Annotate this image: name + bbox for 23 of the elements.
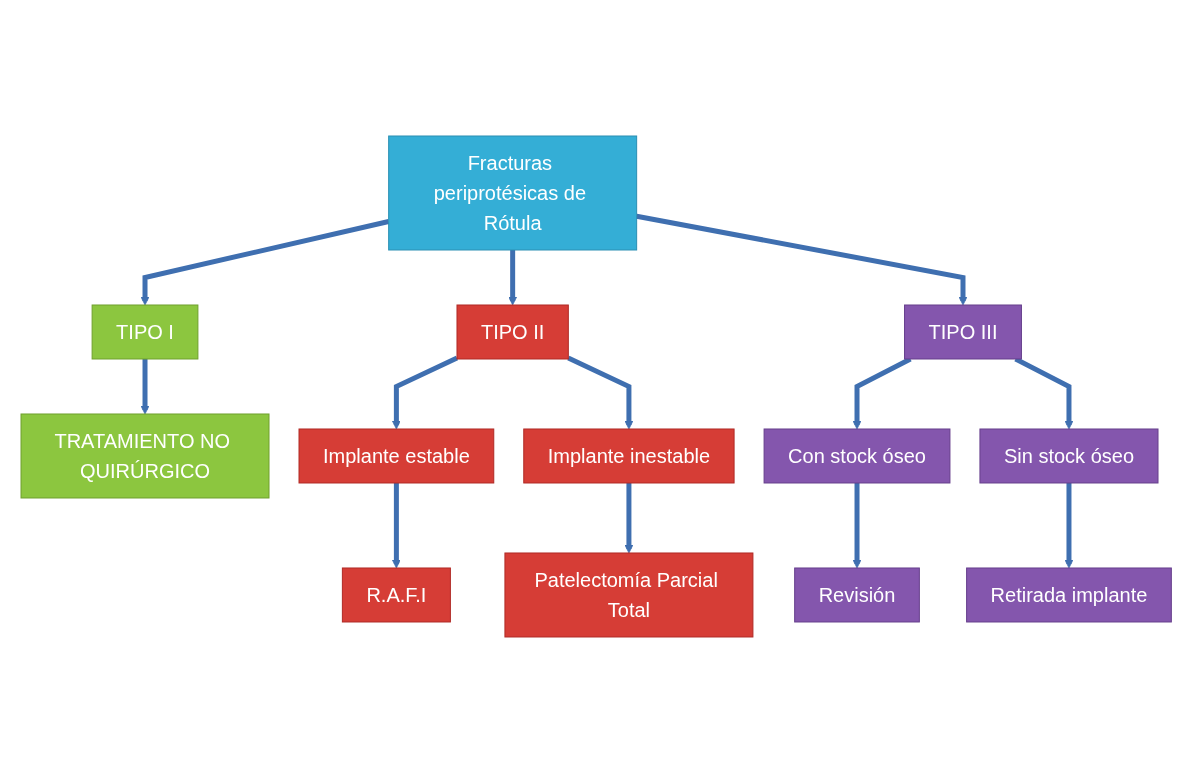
arrow [1064,483,1074,569]
node-box: Sin stock óseo [979,428,1159,484]
arrow [508,250,517,306]
node-box: Patelectomía Parcial Total [504,552,754,638]
node-box: Retirada implante [965,567,1172,623]
arrow [391,483,401,569]
node-box: Implante estable [298,428,495,484]
arrow [636,213,968,306]
arrow [140,359,150,415]
node-box: Con stock óseo [763,428,951,484]
node-box: TIPO II [456,304,569,360]
node-box: Fracturas periprotésicas de Rótula [387,135,637,251]
node-box: Implante inestable [523,428,735,484]
arrow [852,483,862,569]
node-box: TIPO III [903,304,1022,360]
arrow [140,219,390,306]
arrow [391,355,458,430]
node-box: TRATAMIENTO NO QUIRÚRGICO [20,413,270,499]
arrow [624,483,634,554]
arrow [567,355,634,430]
node-box: Revisión [793,567,920,623]
node-box: R.A.F.I [341,567,451,623]
node-box: TIPO I [91,304,199,360]
